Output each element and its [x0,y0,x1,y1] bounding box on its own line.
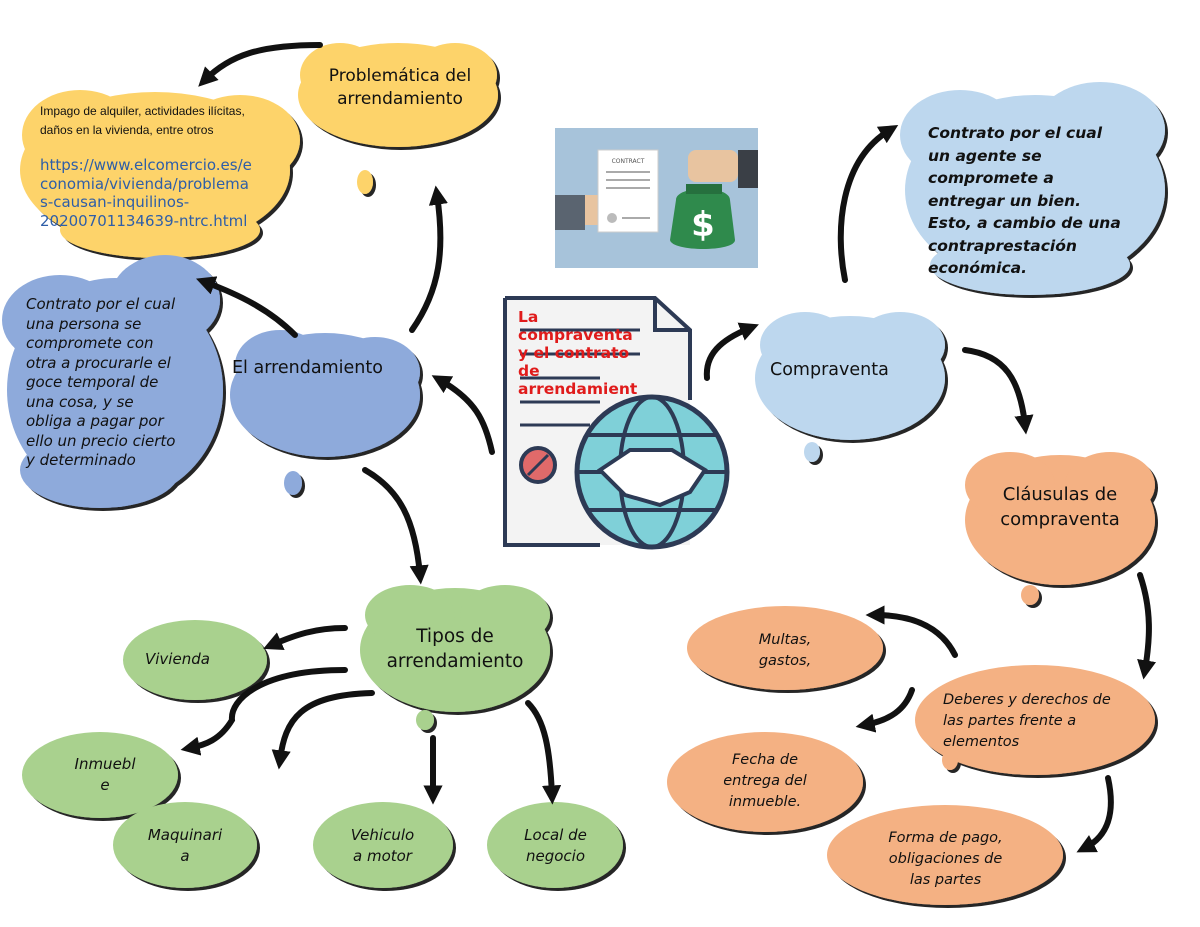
cloud-vivienda [123,620,267,700]
compraventa-title: Compraventa [770,360,889,380]
cloud-clausulas [965,452,1155,605]
svg-text:$: $ [691,205,715,245]
tipo-vehiculo: Vehiculo a motor [350,826,415,865]
problematica-title: Problemática del arrendamiento [328,66,472,109]
tipo-inmueble: Inmuebl e [74,755,136,794]
handshake-globe-icon [574,394,730,550]
cloud-compraventa [755,312,945,462]
cloud-deberes [915,665,1155,775]
svg-text:CONTRACT: CONTRACT [612,158,645,165]
cloud-forma [827,805,1063,905]
tipo-maquinaria: Maquinari a [147,826,223,865]
clausulas-title: Cláusulas de compraventa [1000,484,1120,530]
cloud-arr-def [2,255,223,508]
cloud-fecha [667,732,863,832]
cloud-impago [20,90,373,258]
cloud-multas [687,606,883,690]
forma-text: Forma de pago, obligaciones de las parte… [888,830,1003,888]
dollar-bag-icon: CONTRACT $ [555,128,758,268]
arrendamiento-title: El arrendamiento [232,358,383,378]
cloud-problematica [298,43,498,147]
tipo-local: Local de negocio [524,826,587,865]
multas-text: Multas, gastos, [758,632,812,669]
cloud-comp-def [900,82,1165,295]
problematica-link[interactable]: https://www.elcomercio.es/e conomia/vivi… [40,156,252,230]
cloud-local [487,802,623,888]
arrows [180,42,1157,853]
cloud-maquinaria [113,802,257,888]
problematica-text: Impago de alquiler, actividades ilícitas… [40,104,245,137]
tipos-title: Tipos de arrendamiento [386,626,524,672]
cloud-inmueble [22,732,178,818]
deberes-text: Deberes y derechos de las partes frente … [943,692,1111,750]
compraventa-definition: Contrato por el cual un agente se compro… [928,124,1121,277]
cloud-arrendamiento [230,330,420,495]
tipo-vivienda: Vivienda [145,650,210,668]
cloud-vehiculo [313,802,453,888]
center-title: La compraventa y el contrato de arrendam… [518,308,638,398]
arrendamiento-definition: Contrato por el cual una persona se comp… [26,295,176,469]
fecha-text: Fecha de entrega del inmueble. [723,752,807,810]
cloud-tipos [360,585,550,730]
